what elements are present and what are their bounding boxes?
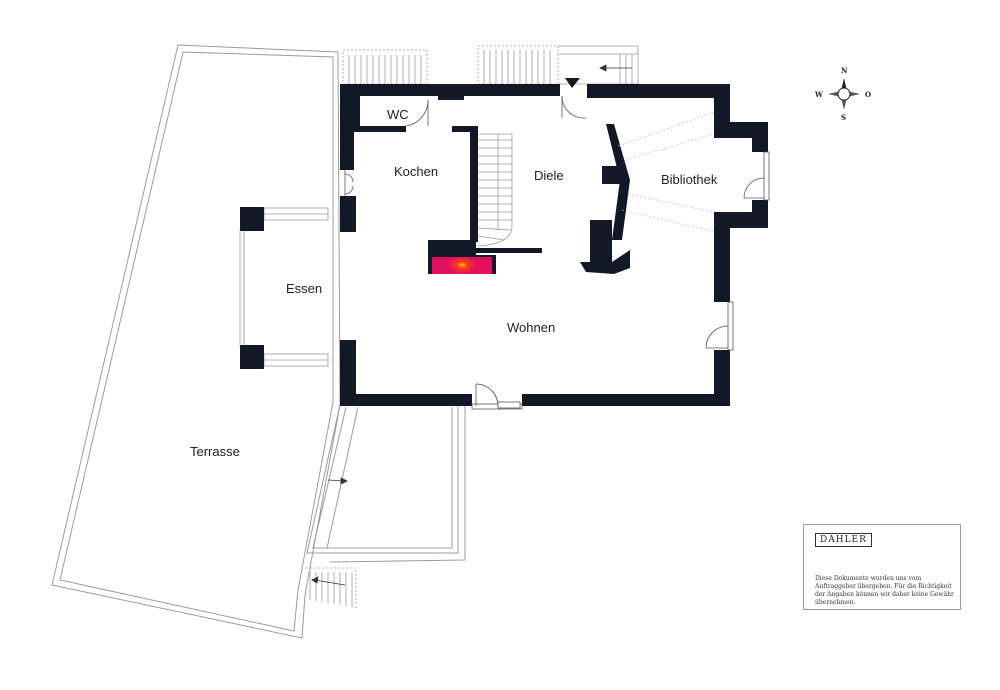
room-label-wohnen: Wohnen xyxy=(507,320,556,335)
room-label-diele: Diele xyxy=(534,168,564,183)
disclaimer-text: Diese Dokumente wurden uns vom Auftragge… xyxy=(815,575,954,606)
compass-north-label: N xyxy=(841,66,848,75)
compass-rose-icon xyxy=(828,78,860,110)
compass-west-label: W xyxy=(815,90,823,99)
compass-east-label: O xyxy=(865,90,872,99)
room-label-essen: Essen xyxy=(286,281,323,296)
top-stairs xyxy=(342,45,639,85)
door-swing-icon xyxy=(344,78,770,410)
walls xyxy=(240,84,768,406)
brand-logo: DAHLER xyxy=(815,533,872,547)
fireplace-icon xyxy=(428,255,496,274)
room-label-wc: WC xyxy=(387,107,409,122)
stair-arrow-icon xyxy=(599,64,632,72)
compass-south-label: S xyxy=(841,113,847,122)
disclaimer-box: DAHLER Diese Dokumente wurden uns vom Au… xyxy=(803,524,961,610)
terrace-outline xyxy=(51,44,466,639)
bibliothek-window-lines xyxy=(617,111,715,233)
interior-staircase xyxy=(477,133,513,247)
room-label-kochen: Kochen xyxy=(394,164,439,179)
room-label-terrasse: Terrasse xyxy=(190,444,240,459)
room-label-bibliothek: Bibliothek xyxy=(661,172,718,187)
stair-arrow-icon xyxy=(311,477,348,586)
bottom-stairs xyxy=(306,567,357,608)
